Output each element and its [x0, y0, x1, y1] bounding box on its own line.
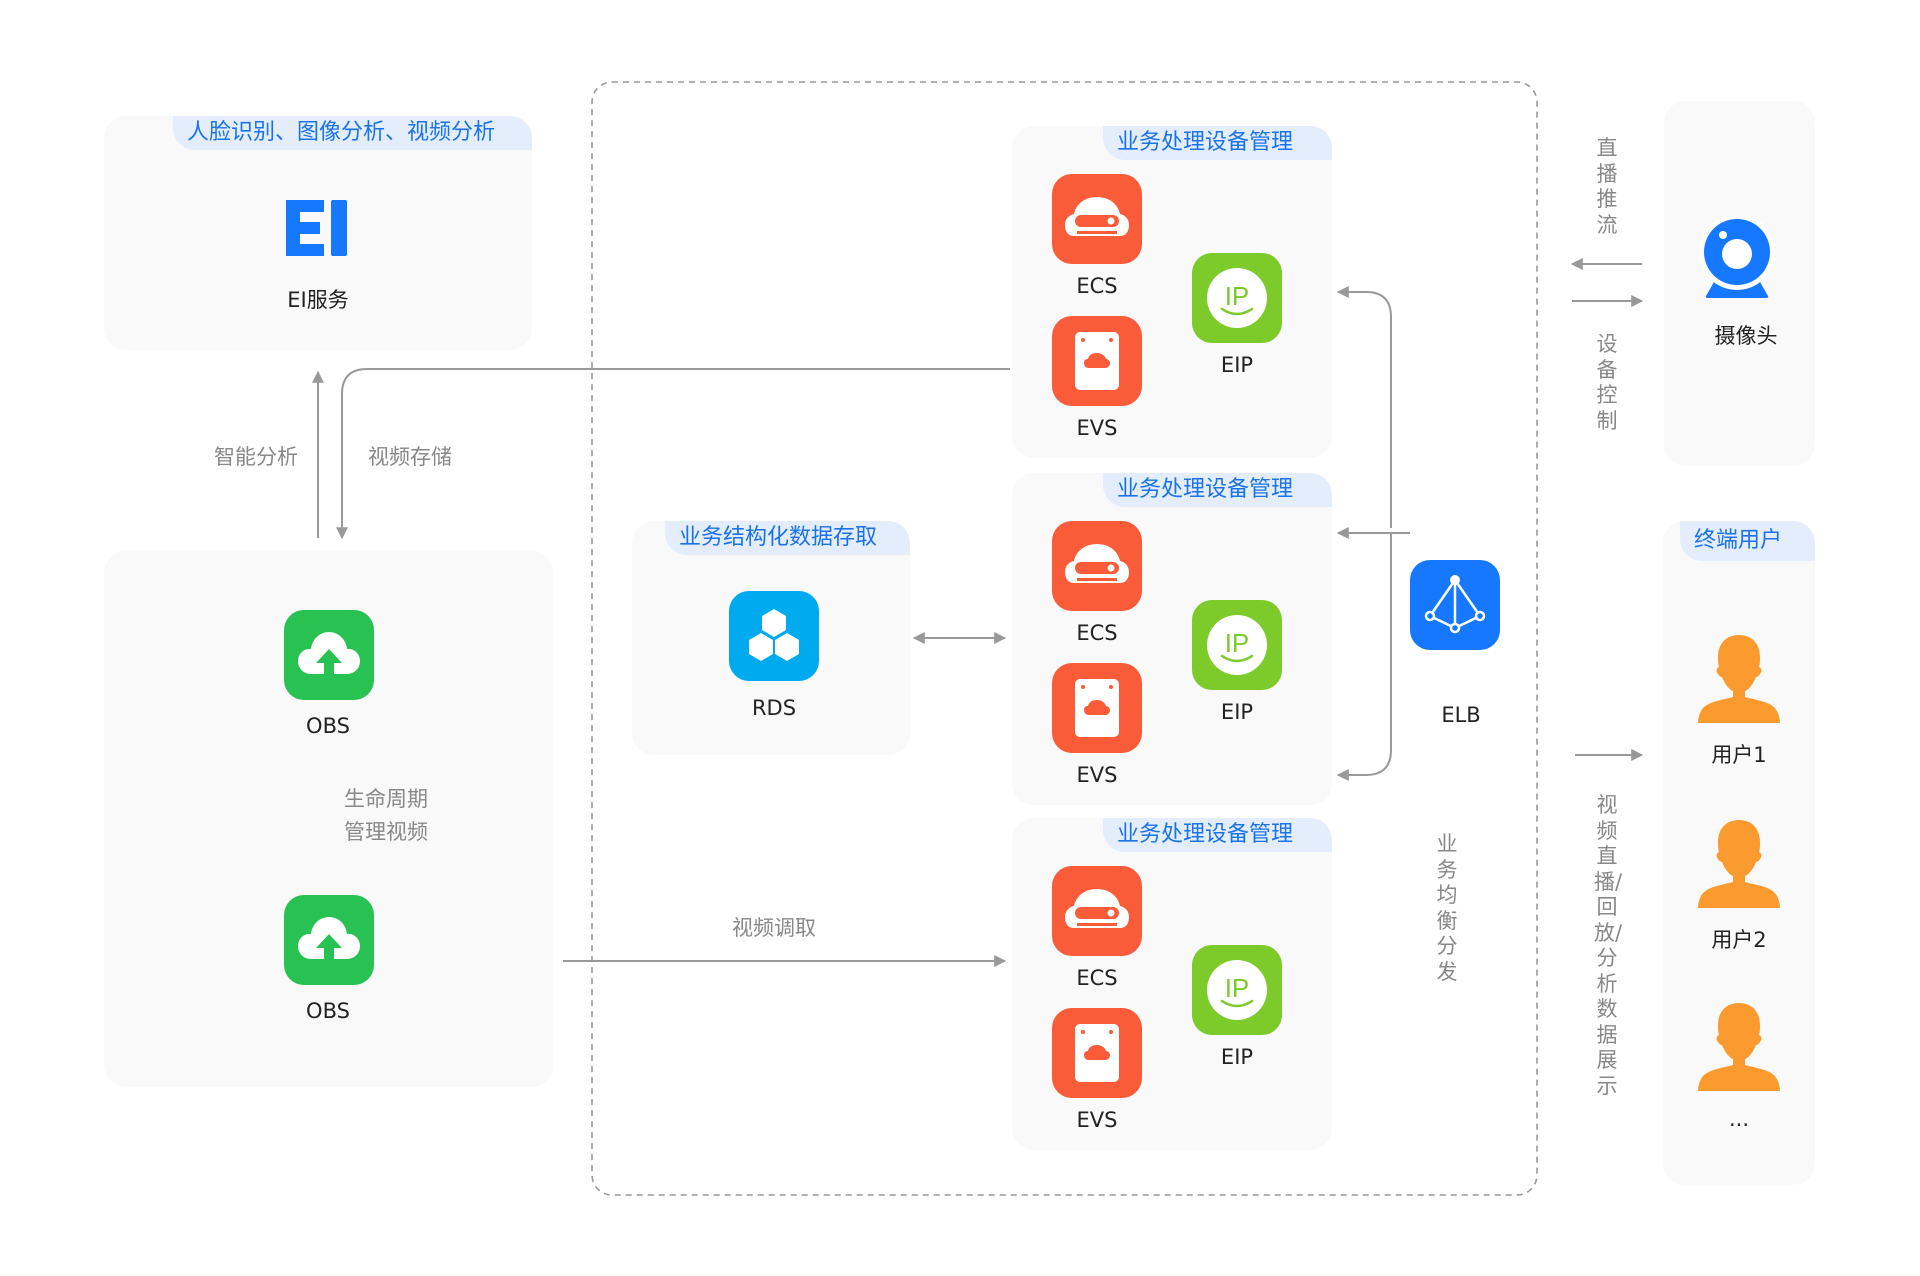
eip-ip-icon: IP [1192, 253, 1282, 343]
ecs-label: ECS [1076, 966, 1118, 990]
ecs-server-icon [1052, 521, 1142, 611]
ecs-label: ECS [1076, 274, 1118, 298]
lifecycle-label-line1: 生命周期 [344, 787, 428, 811]
user-avatar-icon [1696, 818, 1782, 908]
ei-panel-title: 人脸识别、图像分析、视频分析 [173, 116, 532, 150]
evs-disk-icon [1052, 663, 1142, 753]
service-group-title: 业务处理设备管理 [1103, 818, 1332, 852]
eip-label: EIP [1220, 1045, 1254, 1069]
rds-label: RDS [751, 696, 797, 720]
service-group-title: 业务处理设备管理 [1103, 126, 1332, 160]
intelligent-analysis-label: 智能分析 [214, 445, 298, 469]
ecs-server-icon [1052, 174, 1142, 264]
video-storage-label: 视频存储 [368, 445, 452, 469]
ei-logo-icon [286, 200, 352, 256]
elb-note: 业务均衡分发 [1436, 832, 1458, 984]
live-push-label: 直播推流 [1596, 136, 1618, 237]
user-item-3: ... [1663, 1001, 1815, 1151]
arrow-video-storage [336, 368, 1010, 540]
video-fetch-label: 视频调取 [732, 916, 816, 940]
users-panel: 终端用户 用户1 用户2 ... [1663, 521, 1815, 1185]
eip-ip-icon: IP [1192, 945, 1282, 1035]
eip-label: EIP [1220, 353, 1254, 377]
svg-text:IP: IP [1225, 973, 1250, 1003]
lifecycle-label-line2: 管理视频 [344, 820, 428, 844]
evs-disk-icon [1052, 316, 1142, 406]
user-item-1: 用户1 [1663, 633, 1815, 783]
eip-label: EIP [1220, 700, 1254, 724]
ecs-server-icon [1052, 866, 1142, 956]
svg-text:IP: IP [1225, 281, 1250, 311]
elb-label: ELB [1441, 703, 1481, 727]
user-avatar-icon [1696, 633, 1782, 723]
svg-text:IP: IP [1225, 628, 1250, 658]
service-group-title: 业务处理设备管理 [1103, 473, 1332, 507]
cloud-boundary [591, 81, 1538, 1196]
arrow-elb-top [1336, 286, 1392, 528]
cloud-upload-icon [284, 610, 374, 700]
camera-label: 摄像头 [1714, 324, 1778, 348]
cloud-upload-icon [284, 895, 374, 985]
rds-panel: 业务结构化数据存取 RDS [632, 521, 910, 755]
users-flow-label: 视频直播/回放/分析数据展示 [1594, 793, 1623, 1098]
evs-label: EVS [1076, 416, 1118, 440]
evs-disk-icon [1052, 1008, 1142, 1098]
user-label: ... [1728, 1107, 1750, 1131]
users-panel-title: 终端用户 [1680, 521, 1815, 561]
user-label: 用户2 [1711, 928, 1767, 952]
user-label: 用户1 [1711, 743, 1767, 767]
service-group-panel-2: 业务处理设备管理 ECS EVS IP [1012, 473, 1332, 805]
obs-label-2: OBS [306, 999, 350, 1023]
user-avatar-icon [1696, 1001, 1782, 1091]
ecs-label: ECS [1076, 621, 1118, 645]
obs-label-1: OBS [306, 714, 350, 738]
hexagon-cluster-icon [729, 591, 819, 681]
device-control-label: 设备控制 [1596, 332, 1618, 433]
service-group-panel-1: 业务处理设备管理 ECS EVS IP [1012, 126, 1332, 458]
network-pyramid-icon[interactable] [1410, 560, 1500, 650]
camera-panel: 摄像头 [1664, 101, 1815, 466]
eip-ip-icon: IP [1192, 600, 1282, 690]
evs-label: EVS [1076, 763, 1118, 787]
arrow-elb-bottom [1336, 533, 1392, 781]
webcam-icon[interactable] [1699, 214, 1775, 300]
obs-panel: OBS 生命周期 管理视频 OBS [104, 551, 553, 1087]
rds-panel-title: 业务结构化数据存取 [665, 521, 910, 555]
ei-service-label: EI服务 [287, 288, 349, 312]
ei-panel: 人脸识别、图像分析、视频分析 EI服务 [104, 116, 532, 350]
service-group-panel-3: 业务处理设备管理 ECS EVS IP [1012, 818, 1332, 1150]
evs-label: EVS [1076, 1108, 1118, 1132]
user-item-2: 用户2 [1663, 818, 1815, 968]
